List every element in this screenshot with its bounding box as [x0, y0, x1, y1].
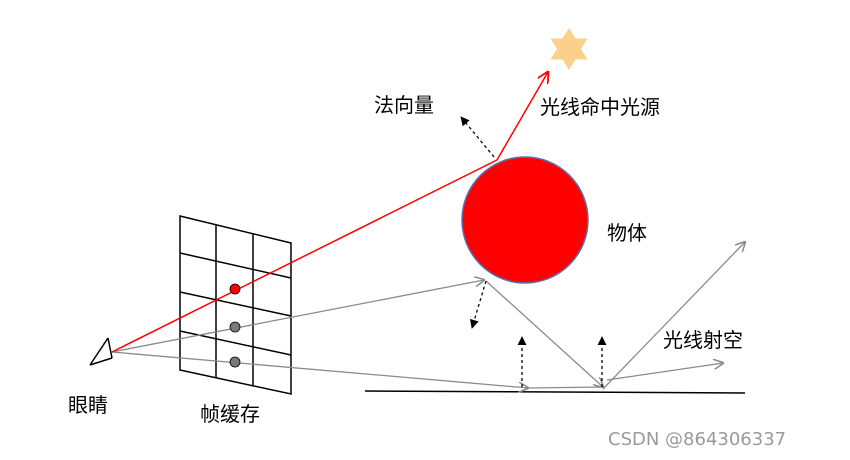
light-source-star-icon	[550, 28, 588, 70]
label-ray-hits-light: 光线命中光源	[540, 95, 660, 119]
pixel-red	[229, 283, 241, 295]
label-ray-to-sky: 光线射空	[663, 328, 743, 352]
eye-icon	[89, 337, 113, 366]
ray-ground-to-right	[606, 363, 723, 381]
ray-sphere-to-light	[496, 72, 548, 161]
normal-arrow-top	[460, 116, 495, 158]
pixel-gray-1	[229, 321, 241, 333]
ray-ground-left-to-right	[527, 386, 604, 389]
ray-eye-to-sphere	[111, 159, 498, 353]
dashed-normals	[460, 116, 607, 387]
ray-sphere-to-ground	[485, 280, 603, 387]
ray-ground-to-sky	[602, 242, 745, 390]
pixel-gray-2	[229, 356, 241, 368]
label-normal: 法向量	[374, 93, 434, 117]
ground-line	[364, 390, 746, 394]
label-eye: 眼睛	[68, 393, 108, 417]
label-frame-buffer: 帧缓存	[200, 402, 260, 426]
label-object: 物体	[607, 221, 647, 245]
ray-eye-to-sphere-bottom	[111, 280, 484, 353]
gray-rays	[111, 242, 745, 390]
primary-ray	[111, 72, 548, 353]
object-sphere	[461, 156, 589, 284]
ray-eye-to-ground-left	[111, 351, 528, 388]
watermark: CSDN @864306337	[608, 429, 786, 450]
normal-arrow-bottom	[469, 280, 487, 329]
